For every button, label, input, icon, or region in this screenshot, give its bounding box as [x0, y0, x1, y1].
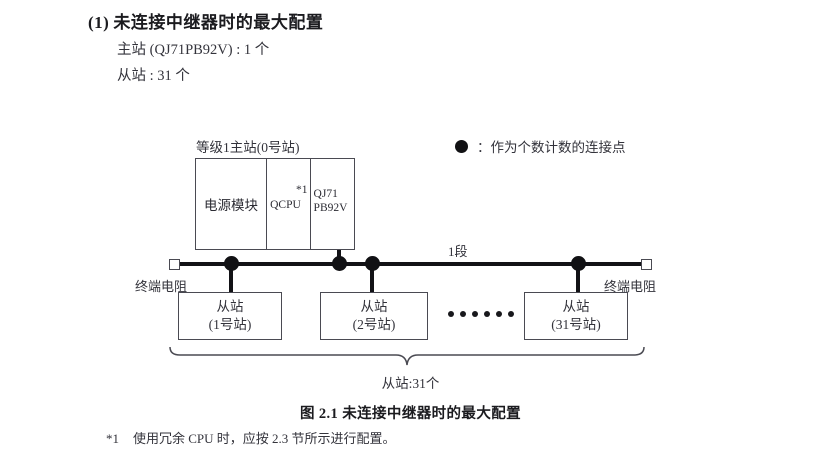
slave-1-title: 从站 — [216, 298, 244, 314]
spec-line-slave: 从站 : 31 个 — [117, 68, 190, 84]
terminating-resistor-right-label: 终端电阻 — [604, 279, 657, 294]
connection-point-dot-slave-31 — [571, 256, 586, 271]
slave-2-station: (2号站) — [352, 317, 396, 332]
drop-stub-slave-1 — [229, 263, 233, 293]
terminating-resistor-left-label: 终端电阻 — [135, 279, 188, 294]
slave-total-label: 从站:31个 — [381, 376, 440, 391]
bus-segment-label: 1段 — [448, 244, 468, 259]
footnote-mark: *1 — [106, 431, 119, 446]
ellipsis-dot — [460, 311, 466, 317]
drop-stub-slave-2 — [370, 263, 374, 293]
ellipsis-dot — [496, 311, 502, 317]
bus-trunk-line — [176, 262, 649, 266]
connection-point-dot-icon — [455, 139, 468, 153]
slave-station-box-1: 从站 (1号站) — [178, 292, 282, 340]
legend: ： 作为个数计数的连接点 — [455, 136, 626, 156]
connection-point-dot-slave-1 — [224, 256, 239, 271]
legend-separator: ： — [477, 140, 491, 155]
slave-31-station: (31号站) — [551, 317, 601, 332]
section-heading: (1)未连接中继器时的最大配置 — [88, 8, 323, 33]
qcpu-footnote-reference: *1 — [296, 184, 308, 196]
slave-count-brace — [168, 346, 646, 373]
spec-line-master: 主站 (QJ71PB92V) : 1 个 — [117, 42, 270, 58]
slave-31-title: 从站 — [562, 298, 590, 314]
ellipsis-dot — [448, 311, 454, 317]
figure-caption: 图 2.1 未连接中继器时的最大配置 — [299, 406, 522, 422]
pb92v-line1: QJ71 — [313, 188, 338, 200]
qcpu-label: QCPU — [270, 199, 301, 211]
slave-2-title: 从站 — [360, 298, 388, 314]
brace-svg — [169, 346, 645, 366]
section-title: 未连接中继器时的最大配置 — [113, 13, 324, 32]
terminating-resistor-right-icon — [641, 259, 652, 270]
ellipsis-dot — [508, 311, 514, 317]
slave-station-box-31: 从站 (31号站) — [524, 292, 628, 340]
pb92v-line2: PB92V — [313, 202, 348, 215]
rack-cell-power-module: 电源模块 — [196, 159, 268, 249]
rack-cell-qcpu: QCPU *1 — [267, 159, 311, 249]
power-module-label: 电源模块 — [204, 198, 259, 213]
slave-1-station: (1号站) — [208, 317, 252, 332]
connection-point-dot-master — [332, 256, 347, 271]
footnote: *1 使用冗余 CPU 时，应按 2.3 节所示进行配置。 — [106, 428, 396, 447]
slave-station-box-2: 从站 (2号站) — [320, 292, 428, 340]
ellipsis-dots-icon — [448, 311, 514, 317]
master-station-label: 等级1主站(0号站) — [196, 140, 300, 155]
terminating-resistor-left-icon — [169, 259, 180, 270]
footnote-text: 使用冗余 CPU 时，应按 2.3 节所示进行配置。 — [133, 431, 396, 446]
drop-stub-slave-31 — [576, 263, 580, 293]
ellipsis-dot — [484, 311, 490, 317]
ellipsis-dot — [472, 311, 478, 317]
section-number: (1) — [88, 13, 110, 32]
connection-point-dot-slave-2 — [365, 256, 380, 271]
legend-text: 作为个数计数的连接点 — [490, 140, 626, 155]
